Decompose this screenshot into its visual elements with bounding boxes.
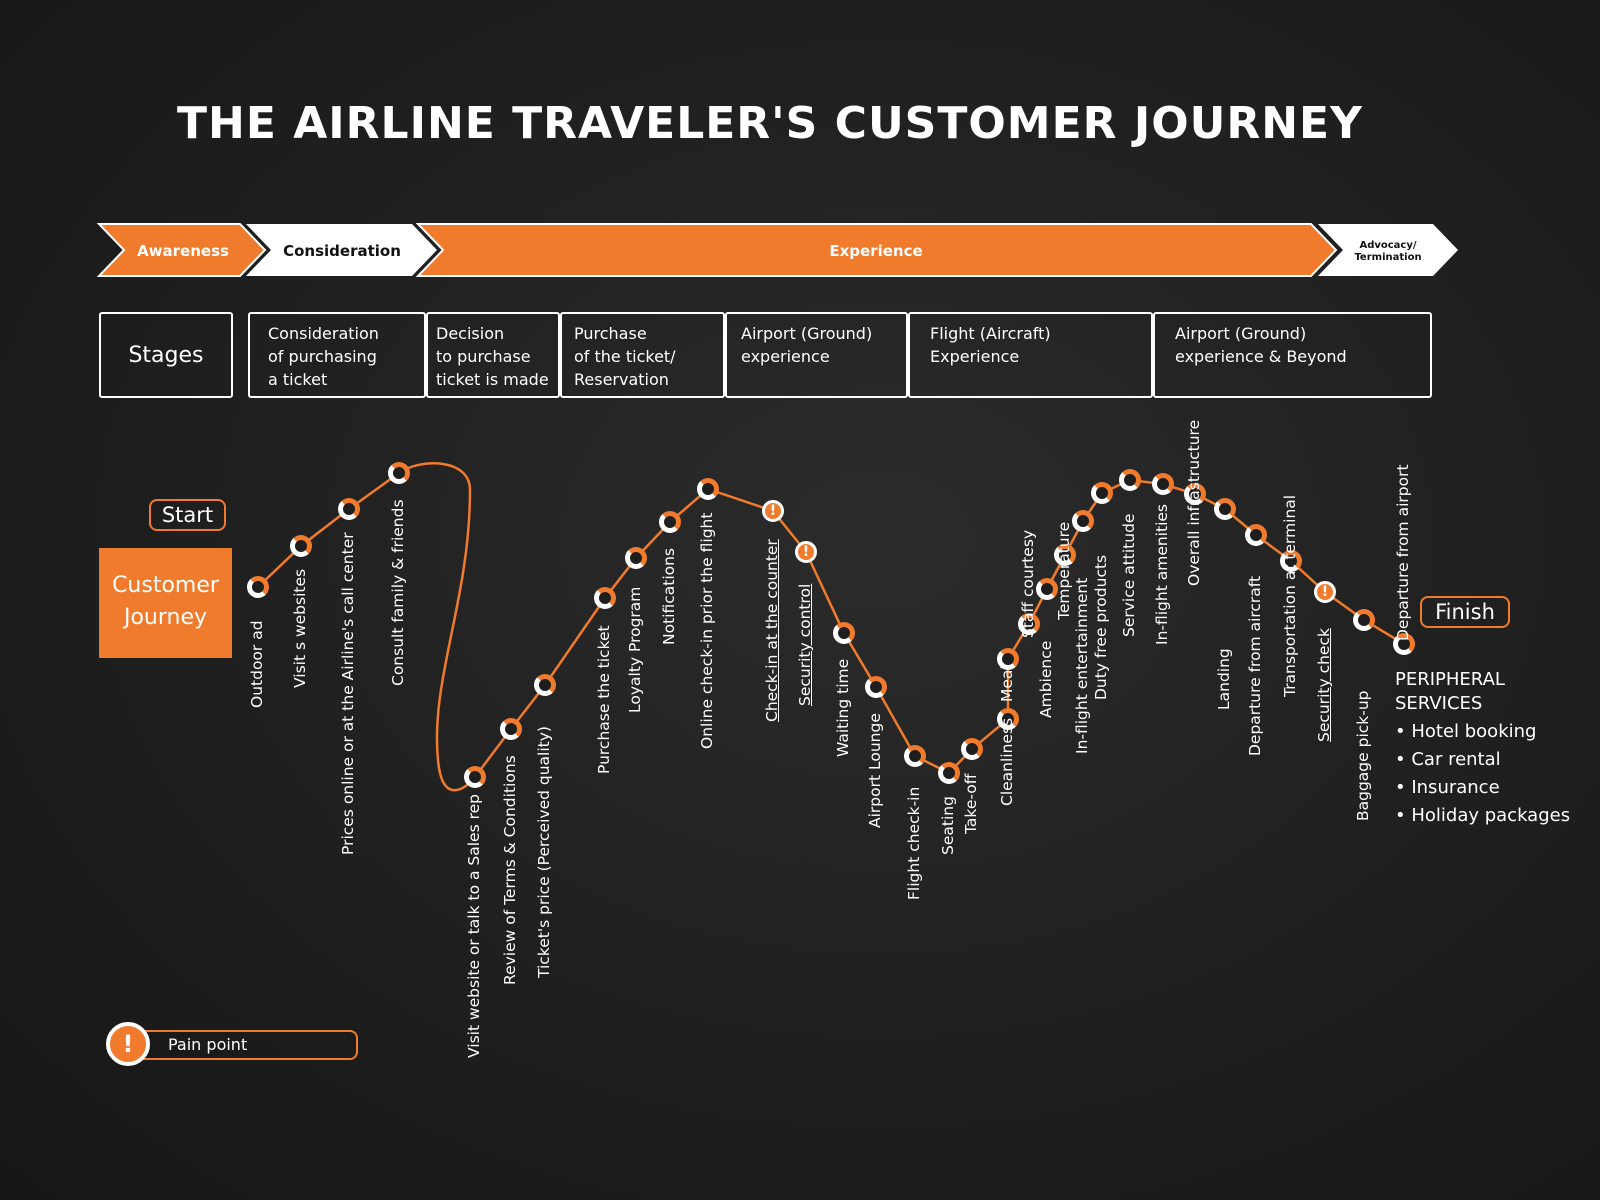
touchpoint-node (1036, 578, 1058, 600)
phase-awareness-label: Awareness (137, 242, 229, 260)
touchpoint-label: Departure from aircraft (1246, 575, 1264, 756)
phase-consideration-label: Consideration (283, 242, 401, 260)
peripheral-services: PERIPHERAL SERVICES Hotel booking Car re… (1395, 668, 1570, 830)
touchpoint-label: Ambience (1037, 640, 1055, 718)
pain-point-icon: ! (106, 1022, 150, 1066)
touchpoint-label: Security check (1315, 628, 1333, 742)
legend-label: Pain point (136, 1030, 358, 1060)
touchpoint-label: Duty free products (1092, 554, 1110, 700)
touchpoint-node (1184, 483, 1206, 505)
touchpoint-label: Purchase the ticket (595, 625, 613, 774)
touchpoint-node (500, 718, 522, 740)
touchpoint-node (997, 708, 1019, 730)
stage-airport-beyond: Airport (Ground) experience & Beyond (1153, 312, 1432, 398)
customer-journey-box: Customer Journey (99, 548, 232, 658)
touchpoint-node (1214, 498, 1236, 520)
phase-experience (415, 223, 1338, 277)
touchpoint-node (904, 745, 926, 767)
touchpoint-label: Outdoor ad (248, 620, 266, 708)
stage-flight: Flight (Aircraft) Experience (908, 312, 1153, 398)
touchpoint-node (1018, 613, 1040, 635)
stage-purchase: Purchase of the ticket/ Reservation (560, 312, 725, 398)
touchpoint-node (1245, 524, 1267, 546)
touchpoint-node (1353, 609, 1375, 631)
touchpoint-label: Prices online or at the Airline's call c… (339, 532, 357, 855)
touchpoint-label: Notifications (660, 547, 678, 645)
touchpoint-node (833, 622, 855, 644)
touchpoint-label: Visit s websites (291, 568, 309, 688)
touchpoint-node (625, 547, 647, 569)
touchpoint-node (659, 511, 681, 533)
stage-airport-ground: Airport (Ground) experience (725, 312, 908, 398)
touchpoint-node (534, 674, 556, 696)
stage-consideration: Consideration of purchasing a ticket (248, 312, 426, 398)
finish-label: Finish (1420, 596, 1510, 628)
touchpoint-label: Temperature (1055, 521, 1073, 620)
touchpoint-label: Departure from airport (1394, 464, 1412, 641)
pain-point-node: ! (795, 541, 817, 563)
phase-awareness (96, 223, 267, 277)
touchpoint-label: Seating (939, 796, 957, 855)
touchpoint-node (697, 478, 719, 500)
phase-advocacy (1318, 224, 1458, 276)
touchpoint-label: Cleanliness (998, 717, 1016, 806)
touchpoint-node (1152, 473, 1174, 495)
touchpoint-label: Security control (796, 583, 814, 706)
touchpoint-node (1054, 544, 1076, 566)
stages-header: Stages (99, 312, 233, 398)
touchpoint-node (290, 535, 312, 557)
touchpoint-label: Waiting time (834, 658, 852, 757)
touchpoint-label: Baggage pick-up (1354, 690, 1372, 821)
touchpoint-node (961, 738, 983, 760)
touchpoint-label: Transportation at terminal (1281, 494, 1299, 697)
touchpoint-label: Review of Terms & Conditions (501, 755, 519, 985)
touchpoint-node (865, 676, 887, 698)
peripheral-item: Insurance (1395, 774, 1570, 802)
touchpoint-node (388, 462, 410, 484)
touchpoint-label: Overall infrastructure (1185, 419, 1203, 586)
touchpoint-node (247, 576, 269, 598)
touchpoint-node (997, 648, 1019, 670)
start-label: Start (149, 499, 226, 531)
touchpoint-label: Staff courtesy (1019, 529, 1037, 638)
journey-path (257, 462, 1405, 792)
touchpoint-node (938, 762, 960, 784)
touchpoint-label: Landing (1215, 648, 1233, 710)
touchpoint-label: Online check-in prior the flight (698, 512, 716, 749)
touchpoint-node (594, 587, 616, 609)
touchpoint-label: Airport Lounge (866, 713, 884, 828)
pain-point-node: ! (1314, 581, 1336, 603)
page-title: THE AIRLINE TRAVELER'S CUSTOMER JOURNEY (177, 98, 1363, 149)
touchpoint-label: Consult family & friends (389, 499, 407, 686)
touchpoint-label: Service attitude (1120, 513, 1138, 637)
stage-decision: Decision to purchase ticket is made (426, 312, 560, 398)
touchpoint-label: Flight check-in (905, 786, 923, 900)
touchpoint-label: Loyalty Program (626, 586, 644, 713)
stages-header-label: Stages (128, 342, 204, 368)
touchpoint-node (1091, 482, 1113, 504)
touchpoint-label: Take-off (962, 773, 980, 834)
touchpoint-node (338, 498, 360, 520)
phase-consideration (246, 224, 437, 276)
touchpoint-node (1072, 510, 1094, 532)
pain-point-node: ! (762, 500, 784, 522)
phase-advocacy-label-2: Termination (1354, 252, 1421, 263)
peripheral-item: Hotel booking (1395, 718, 1570, 746)
peripheral-item: Car rental (1395, 746, 1570, 774)
touchpoint-label: Visit website or talk to a Sales rep (465, 794, 483, 1058)
touchpoint-label: Ticket's price (Perceived quality) (535, 726, 553, 978)
peripheral-title: PERIPHERAL SERVICES (1395, 669, 1505, 714)
phase-bar: Awareness Consideration Experience Advoc… (96, 223, 1458, 277)
touchpoint-label: In-flight entertainment (1073, 577, 1091, 754)
phase-advocacy-label-1: Advocacy/ (1359, 240, 1416, 251)
phase-experience-label: Experience (829, 242, 922, 260)
touchpoint-node (464, 766, 486, 788)
touchpoint-label: In-flight amenities (1153, 504, 1171, 645)
touchpoint-label: Check-in at the counter (763, 539, 781, 722)
touchpoint-node (1393, 633, 1415, 655)
touchpoint-node (1280, 550, 1302, 572)
touchpoint-node (1119, 469, 1141, 491)
peripheral-item: Holiday packages (1395, 802, 1570, 830)
